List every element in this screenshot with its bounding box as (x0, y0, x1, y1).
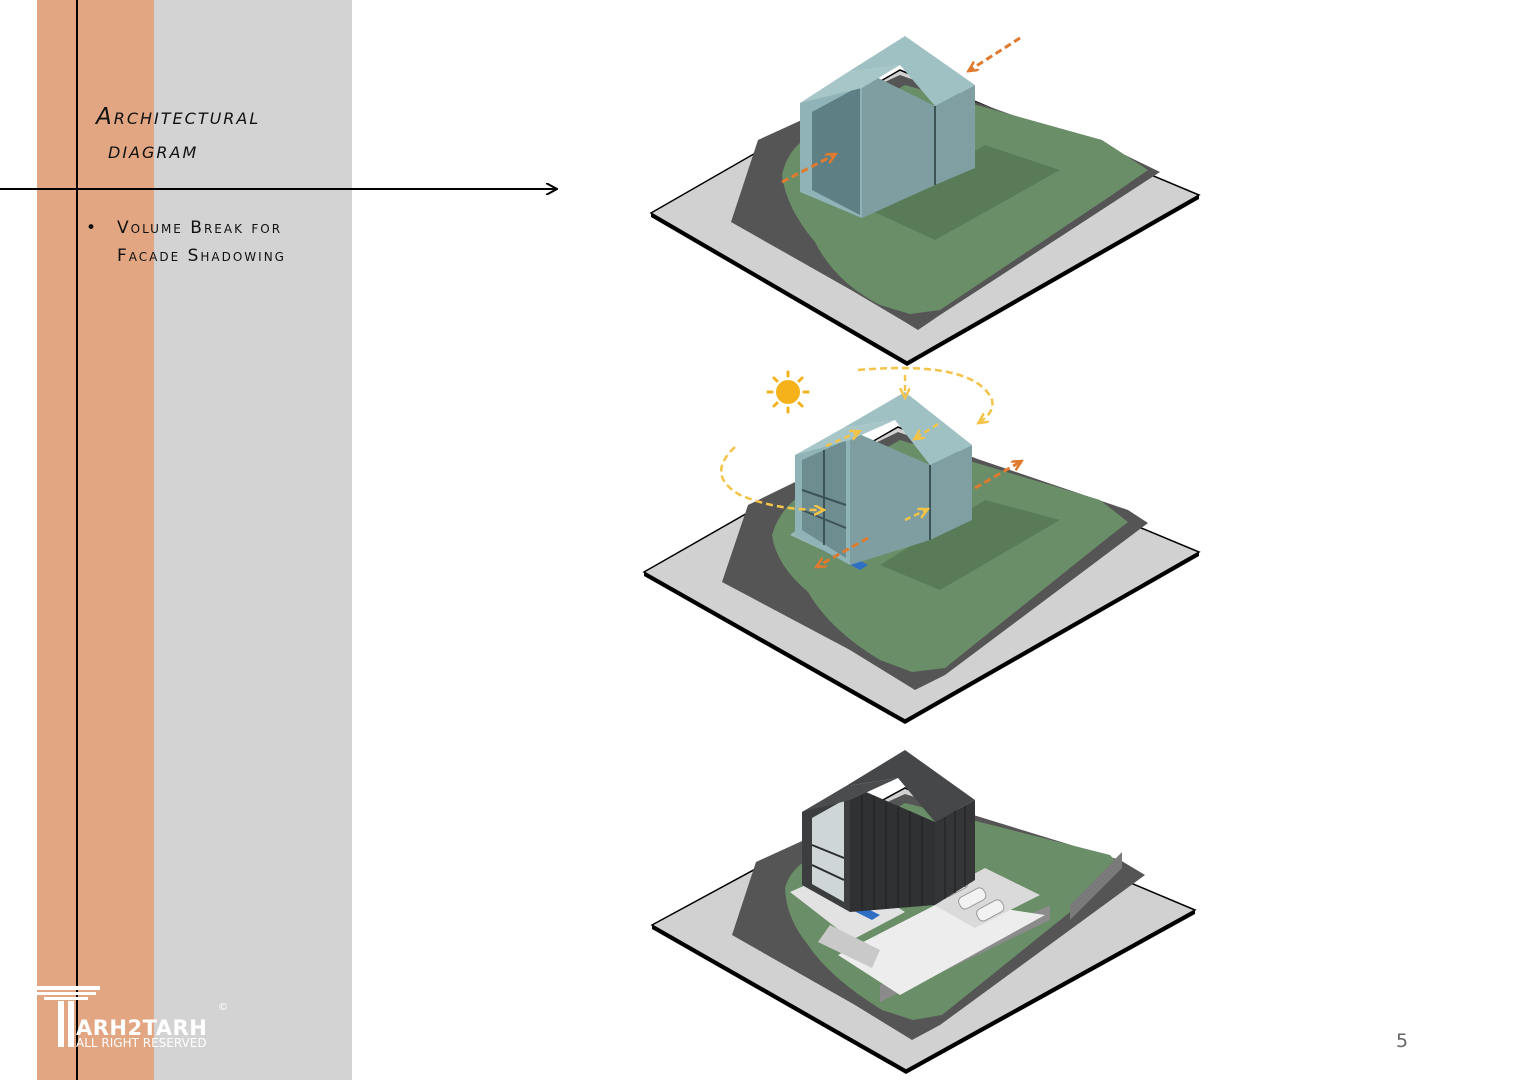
sun-path-arrow-icon (904, 510, 926, 522)
bullet-line-1: Volume Break for (117, 218, 283, 238)
sun-path-arrow-icon (916, 422, 939, 438)
building-shadow (880, 500, 1060, 590)
wind-arrow-icon (781, 155, 834, 184)
building-side-face (850, 785, 935, 912)
building-roof-right (846, 750, 975, 822)
volume-side-face (850, 430, 930, 565)
volume-roof-left (800, 65, 900, 103)
volume-side-face (862, 70, 935, 218)
volume-side-face-2 (930, 445, 972, 540)
logo-subtitle: ALL RIGHT RESERVED (76, 1036, 207, 1050)
diagram-massing (649, 36, 1201, 366)
diagram-climate (642, 366, 1201, 724)
vertical-rule (76, 0, 78, 1080)
bullet-line-2: Facade Shadowing (117, 246, 286, 266)
building-roof-left (802, 778, 898, 812)
volume-opening (812, 86, 860, 215)
diagram-final (650, 750, 1197, 1074)
logo-brand: ARH2TARH (76, 1016, 208, 1040)
sun-icon (766, 370, 810, 414)
sun-path-arrow-icon (857, 366, 994, 422)
wind-arrow-icon (818, 536, 869, 566)
volume-side-face-2 (935, 85, 975, 185)
logo-copyright: © (218, 1002, 228, 1013)
sun-path-arrow-icon (825, 432, 858, 448)
wind-arrow-icon (970, 36, 1021, 70)
driveway (838, 900, 1045, 995)
title-line-2: diagram (108, 138, 199, 164)
volume-roof-right (843, 392, 972, 465)
bullet-item: • Volume Break for Facade Shadowing (86, 214, 286, 270)
wind-arrow-icon (974, 462, 1020, 490)
boundary-wall-side (1070, 852, 1122, 920)
sun-path-arrow-icon (719, 446, 822, 510)
site-slab-edge (644, 552, 1199, 724)
title-line-1: Architectural (96, 104, 261, 130)
volume-roof-right (848, 36, 975, 106)
bullet-dot: • (86, 218, 99, 238)
t-column-logo-icon (32, 986, 100, 1047)
accent-band-gray (154, 0, 352, 1080)
steps (818, 925, 880, 968)
building-shadow (870, 145, 1060, 240)
page-title: Architectural diagram (96, 100, 260, 168)
page-number: 5 (1396, 1030, 1409, 1052)
site-slab-edge (651, 195, 1199, 366)
accent-band-orange (37, 0, 154, 1080)
